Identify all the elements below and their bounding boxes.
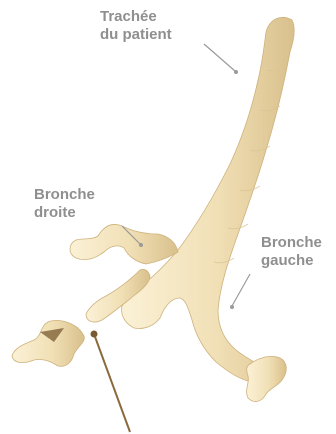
left-bronchus-label: Bronche gauche <box>261 234 322 270</box>
bronchus-fragment <box>12 320 84 366</box>
right-bronchus-label-line2: droite <box>34 204 95 222</box>
left-bronchus-branch <box>247 356 287 401</box>
pointer-line <box>94 334 130 432</box>
trachea-leader-dot <box>234 70 238 74</box>
left-bronchus-label-line1: Bronche <box>261 234 322 252</box>
trachea-shape <box>122 17 295 382</box>
trachea-label: Trachée du patient <box>100 8 172 44</box>
right-bronchus-leader-dot <box>139 243 143 247</box>
pointer-dot <box>91 331 98 338</box>
left-bronchus-leader-line <box>232 274 250 306</box>
right-bronchus-label-line1: Bronche <box>34 186 95 204</box>
right-bronchus-label: Bronche droite <box>34 186 95 222</box>
trachea-label-line1: Trachée <box>100 8 172 26</box>
right-bronchus-shape <box>70 224 178 264</box>
left-bronchus-leader-dot <box>230 305 234 309</box>
left-bronchus-label-line2: gauche <box>261 252 322 270</box>
trachea-label-line2: du patient <box>100 26 172 44</box>
trachea-leader-line <box>204 44 235 71</box>
